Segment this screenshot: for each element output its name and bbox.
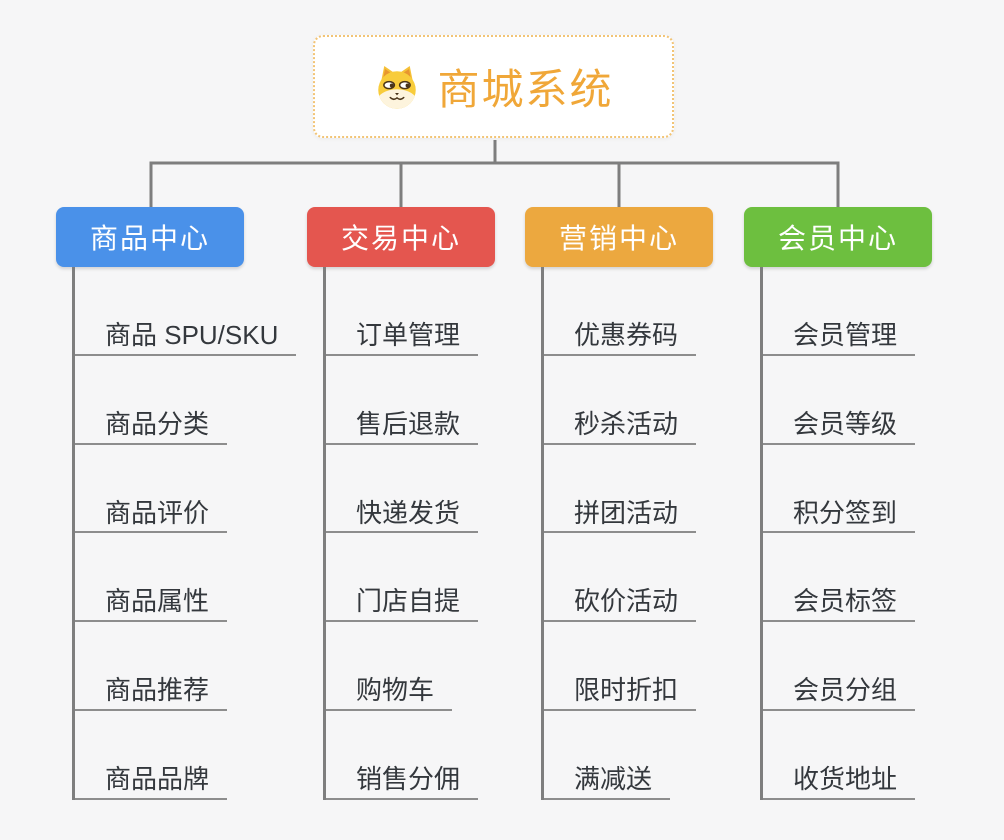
child-node-label: 快递发货 [326, 498, 479, 534]
child-node[interactable]: 商品评价 [75, 445, 244, 534]
child-node[interactable]: 拼团活动 [544, 445, 713, 534]
child-node-label: 销售分佣 [326, 764, 479, 800]
child-node-label: 商品推荐 [75, 675, 228, 711]
child-node-label: 会员分组 [763, 675, 916, 711]
branch-children-member: 会员管理 会员等级 积分签到 会员标签 会员分组 收货地址 [760, 267, 932, 800]
root-node-title: 商城系统 [437, 66, 614, 113]
child-node-label: 拼团活动 [544, 498, 697, 534]
child-node[interactable]: 秒杀活动 [544, 356, 713, 445]
child-node-label: 优惠券码 [544, 320, 697, 356]
child-node[interactable]: 满减送 [544, 711, 713, 800]
child-node-label: 售后退款 [326, 409, 479, 445]
child-node-label: 会员等级 [763, 409, 916, 445]
child-node[interactable]: 优惠券码 [544, 267, 713, 356]
child-node-label: 满减送 [544, 764, 671, 800]
branch-node-member-center[interactable]: 会员中心 [744, 207, 932, 267]
child-node[interactable]: 订单管理 [326, 267, 495, 356]
child-node[interactable]: 会员标签 [763, 533, 932, 623]
child-node-label: 限时折扣 [544, 675, 697, 711]
child-node[interactable]: 快递发货 [326, 445, 495, 534]
branch-node-trade-center[interactable]: 交易中心 [307, 207, 495, 267]
child-node[interactable]: 销售分佣 [326, 711, 495, 800]
child-node[interactable]: 商品属性 [75, 533, 244, 623]
child-node-label: 会员管理 [763, 320, 916, 356]
child-node[interactable]: 商品 SPU/SKU [75, 267, 297, 356]
root-node-mall-system[interactable]: 商城系统 [313, 35, 674, 138]
branch-trade-center: 交易中心 订单管理 售后退款 快递发货 门店自提 购物车 销售分佣 [307, 207, 495, 800]
child-node[interactable]: 购物车 [326, 622, 495, 711]
child-node[interactable]: 商品品牌 [75, 711, 244, 800]
child-node-label: 商品品牌 [75, 764, 228, 800]
child-node[interactable]: 商品推荐 [75, 622, 244, 711]
child-node[interactable]: 会员等级 [763, 356, 932, 445]
branch-node-product-center[interactable]: 商品中心 [56, 207, 244, 267]
child-node-label: 商品分类 [75, 409, 228, 445]
child-node[interactable]: 商品分类 [75, 356, 244, 445]
branch-children-product: 商品 SPU/SKU 商品分类 商品评价 商品属性 商品推荐 商品品牌 [72, 267, 297, 800]
branch-children-trade: 订单管理 售后退款 快递发货 门店自提 购物车 销售分佣 [323, 267, 495, 800]
child-node-label: 会员标签 [763, 586, 916, 623]
child-node[interactable]: 会员分组 [763, 622, 932, 711]
branch-children-marketing: 优惠券码 秒杀活动 拼团活动 砍价活动 限时折扣 满减送 [541, 267, 713, 800]
child-node-label: 门店自提 [326, 586, 479, 623]
child-node-label: 购物车 [326, 675, 453, 711]
child-node-label: 积分签到 [763, 498, 916, 534]
child-node[interactable]: 砍价活动 [544, 533, 713, 623]
child-node-label: 商品评价 [75, 498, 228, 534]
child-node[interactable]: 积分签到 [763, 445, 932, 534]
branch-node-marketing-center[interactable]: 营销中心 [525, 207, 713, 267]
child-node[interactable]: 门店自提 [326, 533, 495, 623]
child-node[interactable]: 售后退款 [326, 356, 495, 445]
child-node[interactable]: 收货地址 [763, 711, 932, 800]
child-node-label: 订单管理 [326, 320, 479, 356]
shiba-dog-icon [378, 65, 417, 109]
child-node-label: 收货地址 [763, 764, 916, 800]
child-node-label: 商品 SPU/SKU [75, 320, 297, 356]
child-node-label: 商品属性 [75, 586, 228, 623]
connector-path [149, 140, 840, 207]
child-node[interactable]: 会员管理 [763, 267, 932, 356]
branch-product-center: 商品中心 商品 SPU/SKU 商品分类 商品评价 商品属性 商品推荐 商品品牌 [56, 207, 297, 800]
branch-marketing-center: 营销中心 优惠券码 秒杀活动 拼团活动 砍价活动 限时折扣 满减送 [525, 207, 713, 800]
child-node-label: 秒杀活动 [544, 409, 697, 445]
branch-member-center: 会员中心 会员管理 会员等级 积分签到 会员标签 会员分组 收货地址 [744, 207, 932, 800]
child-node-label: 砍价活动 [544, 586, 697, 623]
child-node[interactable]: 限时折扣 [544, 622, 713, 711]
